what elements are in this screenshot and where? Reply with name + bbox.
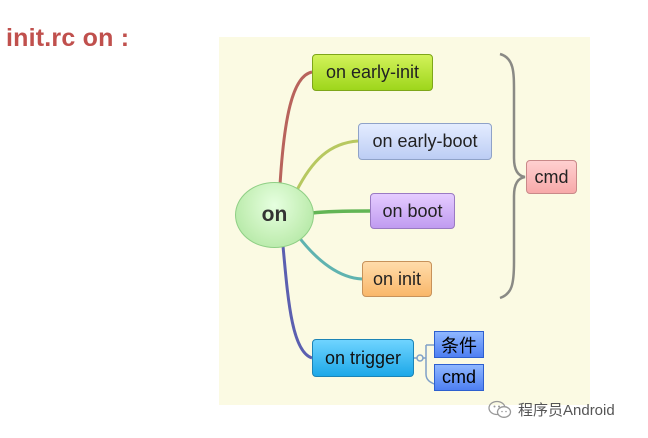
node-label: on early-boot bbox=[372, 131, 478, 151]
node-label: on init bbox=[372, 268, 422, 289]
curly-brace bbox=[499, 52, 526, 300]
node-label: on early-init bbox=[325, 62, 420, 82]
trigger-bracket bbox=[414, 344, 435, 385]
node-on-early-init: on early-init bbox=[312, 54, 433, 91]
node-cmd: cmd bbox=[526, 160, 577, 194]
node-on-boot: on boot bbox=[370, 193, 455, 229]
node-label: cmd bbox=[441, 367, 476, 387]
trigger-junction bbox=[416, 354, 424, 362]
node-label: on trigger bbox=[324, 347, 402, 368]
hub-node-on: on bbox=[235, 182, 314, 248]
connector-init bbox=[296, 235, 363, 281]
node-label: 条件 bbox=[441, 335, 477, 356]
hub-label: on bbox=[261, 203, 288, 226]
node-on-early-boot: on early-boot bbox=[358, 123, 492, 160]
node-condition: 条件 bbox=[434, 331, 484, 358]
node-label: cmd bbox=[534, 166, 569, 187]
connector-early-boot bbox=[294, 139, 359, 193]
node-trigger-cmd: cmd bbox=[434, 364, 484, 391]
watermark-text: 程序员Android bbox=[518, 402, 615, 419]
page-title: init.rc on : bbox=[6, 24, 130, 52]
connector-trigger bbox=[281, 245, 313, 360]
node-on-init: on init bbox=[362, 261, 432, 297]
connector-early-init bbox=[278, 70, 313, 186]
node-on-trigger: on trigger bbox=[312, 339, 414, 377]
connector-boot bbox=[311, 209, 371, 215]
watermark: 程序员Android bbox=[488, 399, 615, 420]
node-label: on boot bbox=[382, 200, 443, 221]
wechat-icon bbox=[488, 400, 512, 418]
